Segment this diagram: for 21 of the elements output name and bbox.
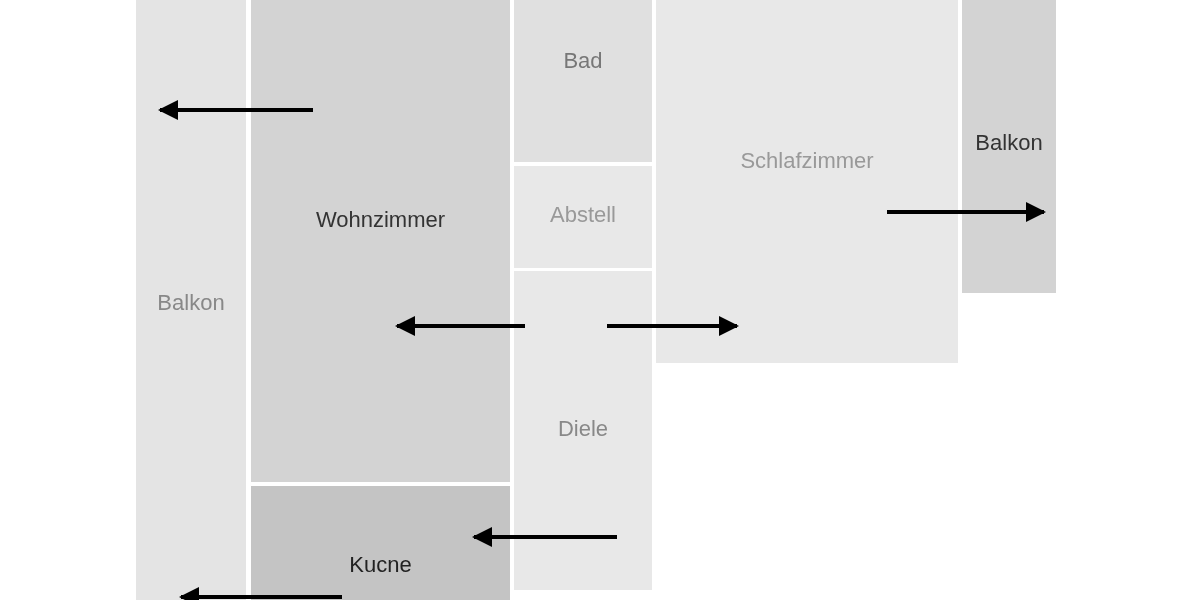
room-area (136, 0, 246, 600)
room-label: Kucne (349, 552, 412, 578)
room-label: Bad (563, 48, 603, 74)
room-label: Wohnzimmer (315, 207, 446, 233)
arrow (607, 316, 739, 336)
room-area (251, 0, 510, 482)
room-label: Abstell (549, 202, 616, 228)
room-area (514, 271, 652, 590)
room-area (514, 0, 652, 162)
room-area (251, 486, 510, 600)
room-label: Diele (557, 416, 609, 442)
arrow (472, 527, 617, 547)
room-area (656, 0, 958, 363)
room-area (962, 0, 1056, 293)
room-label: Balkon (157, 290, 225, 316)
arrow (887, 202, 1046, 222)
arrow (395, 316, 525, 336)
arrow (179, 587, 342, 600)
room-label: Schlafzimmer (740, 148, 874, 174)
room-label: Balkon (975, 130, 1043, 156)
arrow (158, 100, 313, 120)
